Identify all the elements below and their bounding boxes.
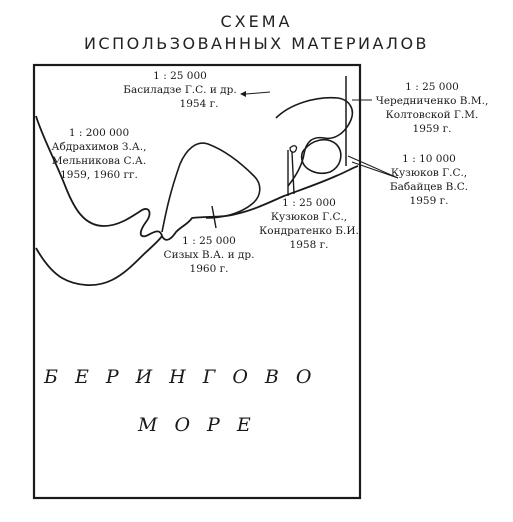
leader-basiladze bbox=[245, 91, 271, 95]
source-label-cherednichenko: 1 : 25 000 Чередниченко В.М., Колтовской… bbox=[375, 81, 489, 135]
source-label-kuzyukov-babaytsev: 1 : 10 000 Кузюков Г.С., Бабайцев В.С. 1… bbox=[389, 153, 469, 207]
source-label-abdrakhimov: 1 : 200 000 Абдрахимов З.А., Мельникова … bbox=[51, 127, 147, 181]
western-coast bbox=[35, 235, 163, 286]
leader-kuzyukov-babaytsev-2 bbox=[347, 155, 399, 179]
source-label-sizykh: 1 : 25 000 Сизых В.А. и др. 1960 г. bbox=[163, 235, 255, 275]
small-lagoon bbox=[300, 138, 342, 175]
northern-lake bbox=[275, 96, 354, 187]
river-inlet bbox=[211, 205, 217, 229]
arrow-basiladze bbox=[240, 91, 246, 97]
channel bbox=[287, 150, 295, 196]
map-frame bbox=[32, 63, 362, 500]
map-title-line1: СХЕМА bbox=[220, 12, 293, 31]
leader-kuzyukov-babaytsev bbox=[351, 161, 399, 179]
sea-name-line2: МОРЕ bbox=[138, 414, 268, 436]
source-label-basiladze: 1 : 25 000 Басиладзе Г.С. и др. 1954 г. bbox=[123, 70, 237, 110]
source-label-kuzyukov-kondratenko: 1 : 25 000 Кузюков Г.С., Кондратенко Б.И… bbox=[259, 197, 359, 251]
map-title-line2: ИСПОЛЬЗОВАННЫХ МАТЕРИАЛОВ bbox=[83, 34, 430, 53]
sea-name-line1: БЕРИНГОВО bbox=[44, 366, 329, 388]
channel-loop bbox=[289, 145, 298, 153]
lagoon-outline bbox=[161, 142, 261, 233]
coastline bbox=[35, 115, 359, 241]
